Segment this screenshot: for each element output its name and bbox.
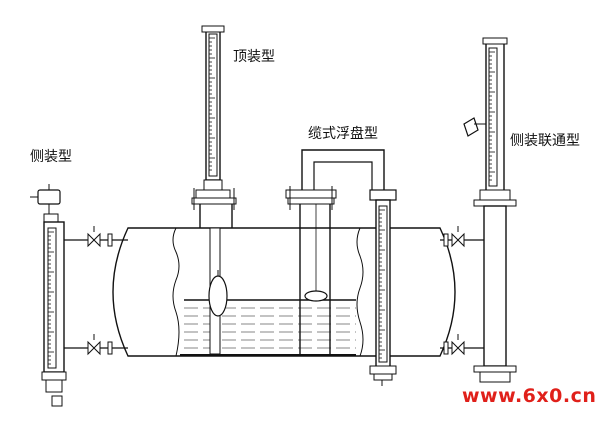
label-side-connected: 侧装联通型 [510,133,580,149]
top-float [208,275,228,317]
cable-float-indicator [369,189,397,386]
tank-break-left [172,227,180,357]
top-mounted-gauge [191,25,237,355]
label-cable-float: 缆式浮盘型 [308,126,378,142]
tank-break-right [356,227,364,357]
disc-float [304,290,328,302]
label-top-mounted: 顶装型 [233,49,275,65]
side-mounted-gauge [30,184,128,407]
watermark: www.6x0.cn [462,385,597,407]
cable-float-gauge [285,149,385,356]
label-side-mounted: 侧装型 [30,149,72,165]
tank [112,227,456,357]
tank-shell [112,227,456,357]
side-connected-gauge [440,37,517,383]
